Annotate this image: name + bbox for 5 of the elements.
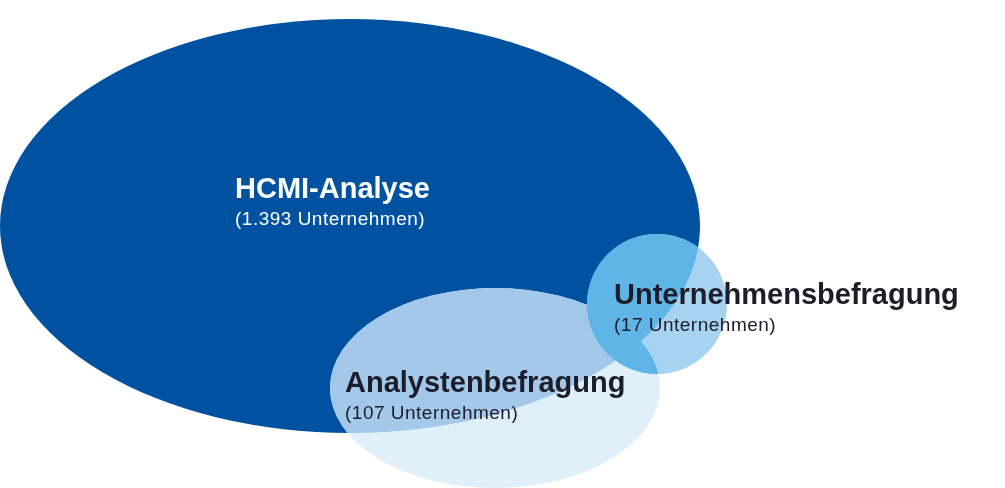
region-title: Analystenbefragung [345, 366, 626, 400]
region-count: (17 Unternehmen) [614, 314, 777, 336]
region-count: (1.393 Unternehmen) [235, 208, 426, 230]
region-title: HCMI-Analyse [235, 172, 430, 206]
region-count: (107 Unternehmen) [345, 402, 519, 424]
